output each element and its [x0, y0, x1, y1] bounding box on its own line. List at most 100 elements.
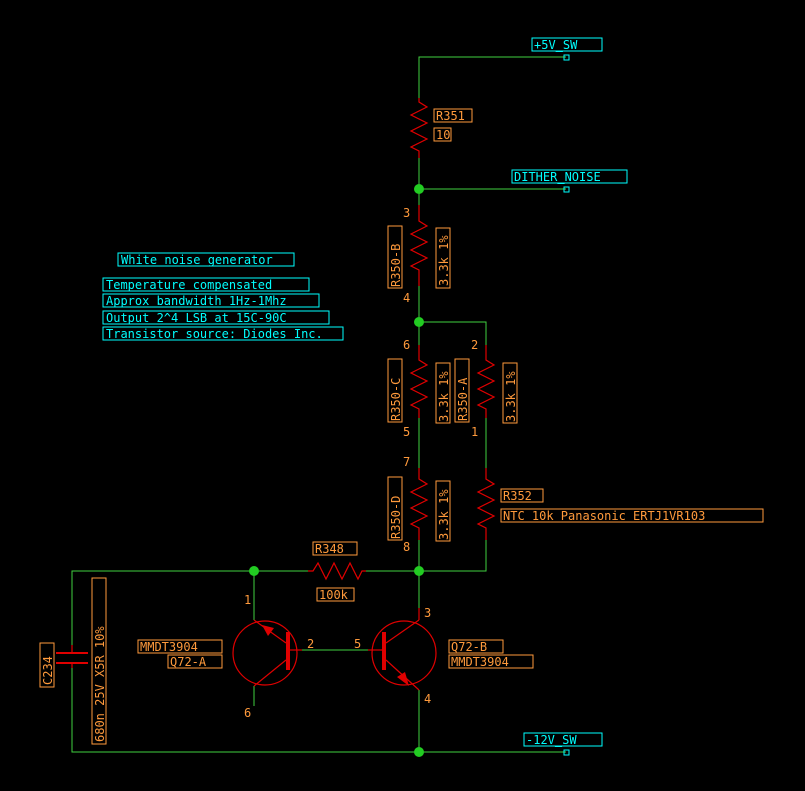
resistor-r352-symbol — [476, 468, 496, 540]
resistor-r350b[interactable]: 3 4 R350-B 3.3k 1% — [387, 205, 451, 305]
note-line-2: Approx bandwidth 1Hz-1Mhz — [106, 294, 287, 308]
note-line-1: Temperature compensated — [106, 278, 272, 292]
transistor-q72b-collector-lead — [385, 619, 420, 644]
resistor-r350d-ref-box — [387, 476, 403, 541]
resistor-r350d-ref: R350-D — [389, 496, 403, 539]
resistor-r352[interactable]: R352 NTC 10k Panasonic ERTJ1VR103 — [476, 468, 764, 540]
design-notes: White noise generator Temperature compen… — [102, 252, 344, 341]
resistor-r350b-symbol — [409, 205, 429, 286]
capacitor-c234-value-box — [91, 577, 107, 745]
capacitor-c234[interactable]: C234 680n 25V X5R 10% — [39, 577, 107, 745]
net-label-vpos: +5V_SW — [531, 37, 603, 61]
net-label-vpos-text: +5V_SW — [534, 38, 578, 52]
resistor-r350c-symbol — [409, 345, 429, 418]
note-line-3: Output 2^4 LSB at 15C-90C — [106, 311, 287, 325]
resistor-r350a-pin-top: 2 — [471, 338, 478, 352]
transistor-q72a-pin1: 1 — [244, 593, 251, 607]
transistor-q72a-pin6: 6 — [244, 706, 251, 720]
resistor-r350d-symbol — [409, 468, 429, 540]
resistor-r350c-ref-box — [387, 358, 403, 423]
transistor-q72a-part-box — [137, 639, 223, 654]
resistor-r350c[interactable]: 6 5 R350-C 3.3k 1% — [387, 338, 451, 439]
note-line-4-box — [102, 326, 344, 341]
net-label-vneg-box — [523, 732, 603, 747]
resistor-r350a-pin-bot: 1 — [471, 425, 478, 439]
transistor-q72b-ref: Q72-B — [451, 640, 487, 654]
transistor-q72a-part: MMDT3904 — [140, 640, 198, 654]
junction-dither — [414, 184, 424, 194]
transistor-q72a-ref-box — [167, 654, 223, 669]
resistor-r350d[interactable]: 7 8 R350-D 3.3k 1% — [387, 455, 451, 554]
transistor-q72a-pin2: 2 — [307, 637, 314, 651]
resistor-r350a-ref: R350-A — [456, 377, 470, 421]
note-line-3-box — [102, 310, 330, 325]
transistor-q72b-part-box — [448, 654, 534, 669]
resistor-r352-ref-box — [500, 488, 544, 503]
junctions — [249, 184, 424, 757]
junction-vneg — [414, 747, 424, 757]
resistor-r350c-pin-bot: 5 — [403, 425, 410, 439]
transistor-q72b-body — [371, 620, 437, 686]
resistor-r350a-value-box — [502, 362, 518, 424]
resistor-r350b-pin-top: 3 — [403, 206, 410, 220]
junction-node6 — [414, 317, 424, 327]
resistor-r351-symbol — [409, 98, 429, 158]
wire-vpos — [418, 56, 566, 98]
resistor-r351-value-box — [433, 127, 452, 142]
wires — [71, 56, 566, 753]
transistor-q72b[interactable]: 3 5 4 Q72-B MMDT3904 — [354, 606, 534, 706]
net-label-dither-box — [511, 169, 628, 184]
transistor-q72a-ref: Q72-A — [170, 655, 207, 669]
resistor-r350a-ref-box — [454, 358, 470, 423]
resistor-r350d-value-box — [435, 480, 451, 542]
resistor-r351-value: 10 — [436, 128, 450, 142]
resistor-r352-ref: R352 — [503, 489, 532, 503]
net-port-dither — [563, 186, 570, 193]
resistor-r348-ref: R348 — [315, 542, 344, 556]
capacitor-c234-ref: C234 — [41, 656, 55, 685]
transistor-q72a[interactable]: 1 2 6 MMDT3904 Q72-A — [137, 593, 314, 720]
resistor-r348-value-box — [316, 587, 355, 602]
resistor-r350c-value: 3.3k 1% — [437, 371, 451, 422]
transistor-q72b-ref-box — [448, 639, 504, 654]
net-label-dither-text: DITHER_NOISE — [514, 170, 601, 184]
resistor-r350c-pin-top: 6 — [403, 338, 410, 352]
capacitor-c234-value: 680n 25V X5R 10% — [93, 626, 107, 742]
note-title: White noise generator — [121, 253, 273, 267]
transistor-q72a-arrow — [262, 625, 274, 636]
junction-qa-collector — [249, 566, 259, 576]
capacitor-c234-ref-box — [39, 642, 55, 688]
wire-left-top — [71, 570, 254, 645]
resistor-r350b-value: 3.3k 1% — [437, 235, 451, 286]
resistor-r350d-pin-top: 7 — [403, 455, 410, 469]
resistor-r350b-value-box — [435, 227, 451, 289]
resistor-r350c-value-box — [435, 362, 451, 424]
resistor-r352-value: NTC 10k Panasonic ERTJ1VR103 — [503, 509, 705, 523]
wire-node6-right — [419, 321, 487, 345]
resistor-r350b-ref: R350-B — [389, 244, 403, 287]
net-label-dither: DITHER_NOISE — [511, 169, 628, 193]
note-line-4: Transistor source: Diodes Inc. — [106, 327, 323, 341]
net-label-vpos-box — [531, 37, 603, 52]
junction-bottom — [414, 566, 424, 576]
resistor-r351[interactable]: R351 10 — [409, 98, 473, 158]
resistor-r350a[interactable]: 2 1 R350-A 3.3k 1% — [454, 338, 518, 439]
resistor-r348-value: 100k — [319, 588, 349, 602]
resistor-r350b-ref-box — [387, 225, 403, 289]
net-port-vneg — [563, 749, 570, 756]
resistor-r348[interactable]: R348 100k — [308, 541, 366, 602]
resistor-r350a-value: 3.3k 1% — [504, 371, 518, 422]
wire-r352-bottom — [419, 540, 487, 572]
net-label-vneg: -12V_SW — [523, 732, 603, 756]
transistor-q72a-body — [232, 620, 298, 686]
resistor-r351-ref-box — [433, 108, 473, 123]
resistor-r348-ref-box — [312, 541, 358, 556]
resistor-r350a-symbol — [476, 345, 496, 418]
transistor-q72b-part: MMDT3904 — [451, 655, 509, 669]
resistor-r348-symbol — [308, 561, 366, 581]
note-title-box — [117, 252, 295, 267]
resistor-r352-value-box — [500, 508, 764, 523]
transistor-q72a-emitter-lead — [253, 659, 287, 687]
note-line-1-box — [102, 277, 310, 292]
